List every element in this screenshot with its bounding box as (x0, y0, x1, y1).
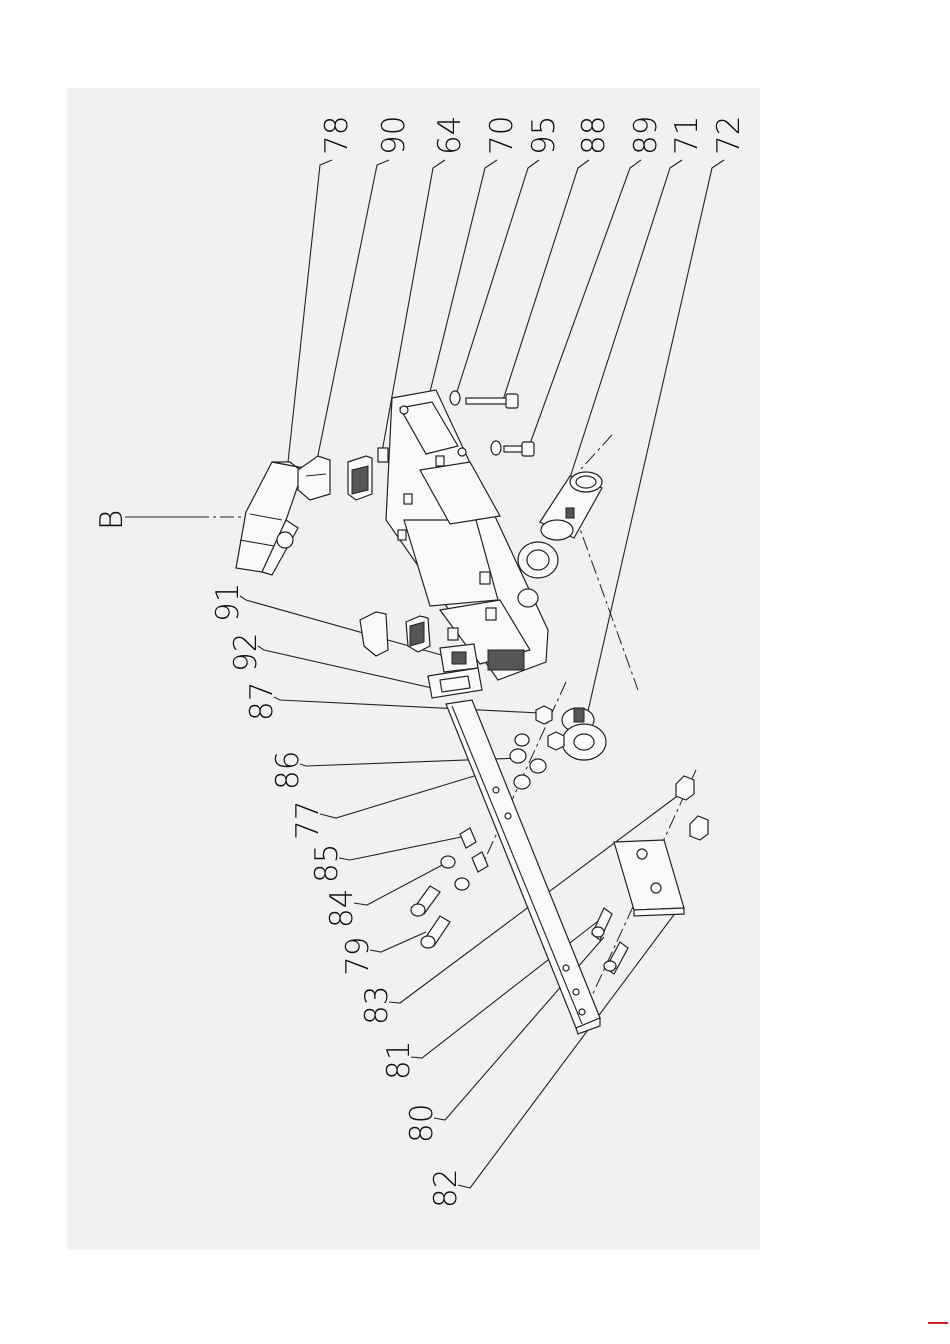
callout-78: 78 (319, 116, 355, 155)
axis-sleeve-top (580, 435, 612, 470)
callout-88-text: 88 (576, 116, 612, 155)
callout-92: 92 (228, 633, 264, 672)
part-95-washer (450, 391, 460, 405)
part-88-long-screw (466, 394, 518, 408)
leader-70 (428, 160, 497, 400)
callout-77: 77 (290, 801, 326, 840)
callout-89: 89 (628, 116, 664, 155)
part-83-nuts (676, 776, 708, 840)
callout-86-text: 86 (270, 751, 306, 790)
callout-83-text: 83 (359, 986, 395, 1025)
part-85-spacers (460, 828, 488, 872)
part-64-pin (378, 448, 388, 462)
leader-95 (455, 160, 539, 398)
leader-87 (274, 697, 540, 713)
callout-84-text: 84 (324, 889, 360, 928)
callout-81: 81 (381, 1041, 417, 1080)
callout-85: 85 (309, 844, 345, 883)
part-80-bolt (604, 942, 628, 974)
callout-89-text: 89 (628, 116, 664, 155)
callout-86: 86 (270, 751, 306, 790)
leader-71 (566, 160, 682, 490)
callout-85-text: 85 (309, 844, 345, 883)
callout-95-text: 95 (526, 116, 562, 155)
callout-80-text: 80 (404, 1104, 440, 1143)
callout-83: 83 (359, 986, 395, 1025)
callout-71: 71 (669, 116, 705, 155)
part-72-roller (562, 708, 606, 760)
callout-88: 88 (576, 116, 612, 155)
part-86-washers (510, 734, 546, 789)
jaw-lower-right (406, 616, 430, 652)
callout-82-text: 82 (428, 1169, 464, 1208)
callout-91: 91 (210, 583, 246, 622)
part-92-plate (428, 668, 482, 698)
jaw-upper (348, 456, 372, 500)
leader-72 (583, 160, 724, 733)
leader-89 (527, 160, 641, 452)
callout-80: 80 (404, 1104, 440, 1143)
part-82-plate (614, 840, 684, 916)
part-71-sleeve (540, 472, 602, 540)
callout-70: 70 (484, 116, 520, 155)
callout-B-text: B (94, 510, 130, 530)
callout-92-text: 92 (228, 633, 264, 672)
leader-79 (370, 932, 426, 952)
callout-64: 64 (432, 116, 468, 155)
part-91-block (440, 644, 478, 672)
callout-81-text: 81 (381, 1041, 417, 1080)
callout-90: 90 (376, 116, 412, 155)
leader-90 (316, 160, 389, 465)
part-79-bolts (411, 886, 450, 948)
callout-78-text: 78 (319, 116, 355, 155)
part-84-washers (441, 856, 469, 890)
callout-72-text: 72 (711, 116, 747, 155)
part-89-short-screw (491, 441, 534, 456)
callout-84: 84 (324, 889, 360, 928)
callout-87: 87 (244, 682, 280, 721)
leader-92 (258, 646, 432, 688)
callout-77-text: 77 (290, 801, 326, 840)
part-B-block (236, 462, 304, 575)
callout-79-text: 79 (340, 937, 376, 976)
leader-lines (125, 160, 724, 1188)
callout-95: 95 (526, 116, 562, 155)
callout-90-text: 90 (376, 116, 412, 155)
part-90-pad (298, 456, 330, 500)
leader-77 (320, 773, 484, 818)
callout-82: 82 (428, 1169, 464, 1208)
jaw-lower-left (360, 612, 388, 656)
callout-87-text: 87 (244, 682, 280, 721)
callout-64-text: 64 (432, 116, 468, 155)
callout-B: B (94, 510, 130, 530)
part-87-nut (536, 706, 564, 750)
leader-88 (503, 160, 589, 400)
callout-71-text: 71 (669, 116, 705, 155)
corner-mark (928, 1322, 948, 1324)
callout-79: 79 (340, 937, 376, 976)
callout-91-text: 91 (210, 583, 246, 622)
callout-72: 72 (711, 116, 747, 155)
callout-70-text: 70 (484, 116, 520, 155)
